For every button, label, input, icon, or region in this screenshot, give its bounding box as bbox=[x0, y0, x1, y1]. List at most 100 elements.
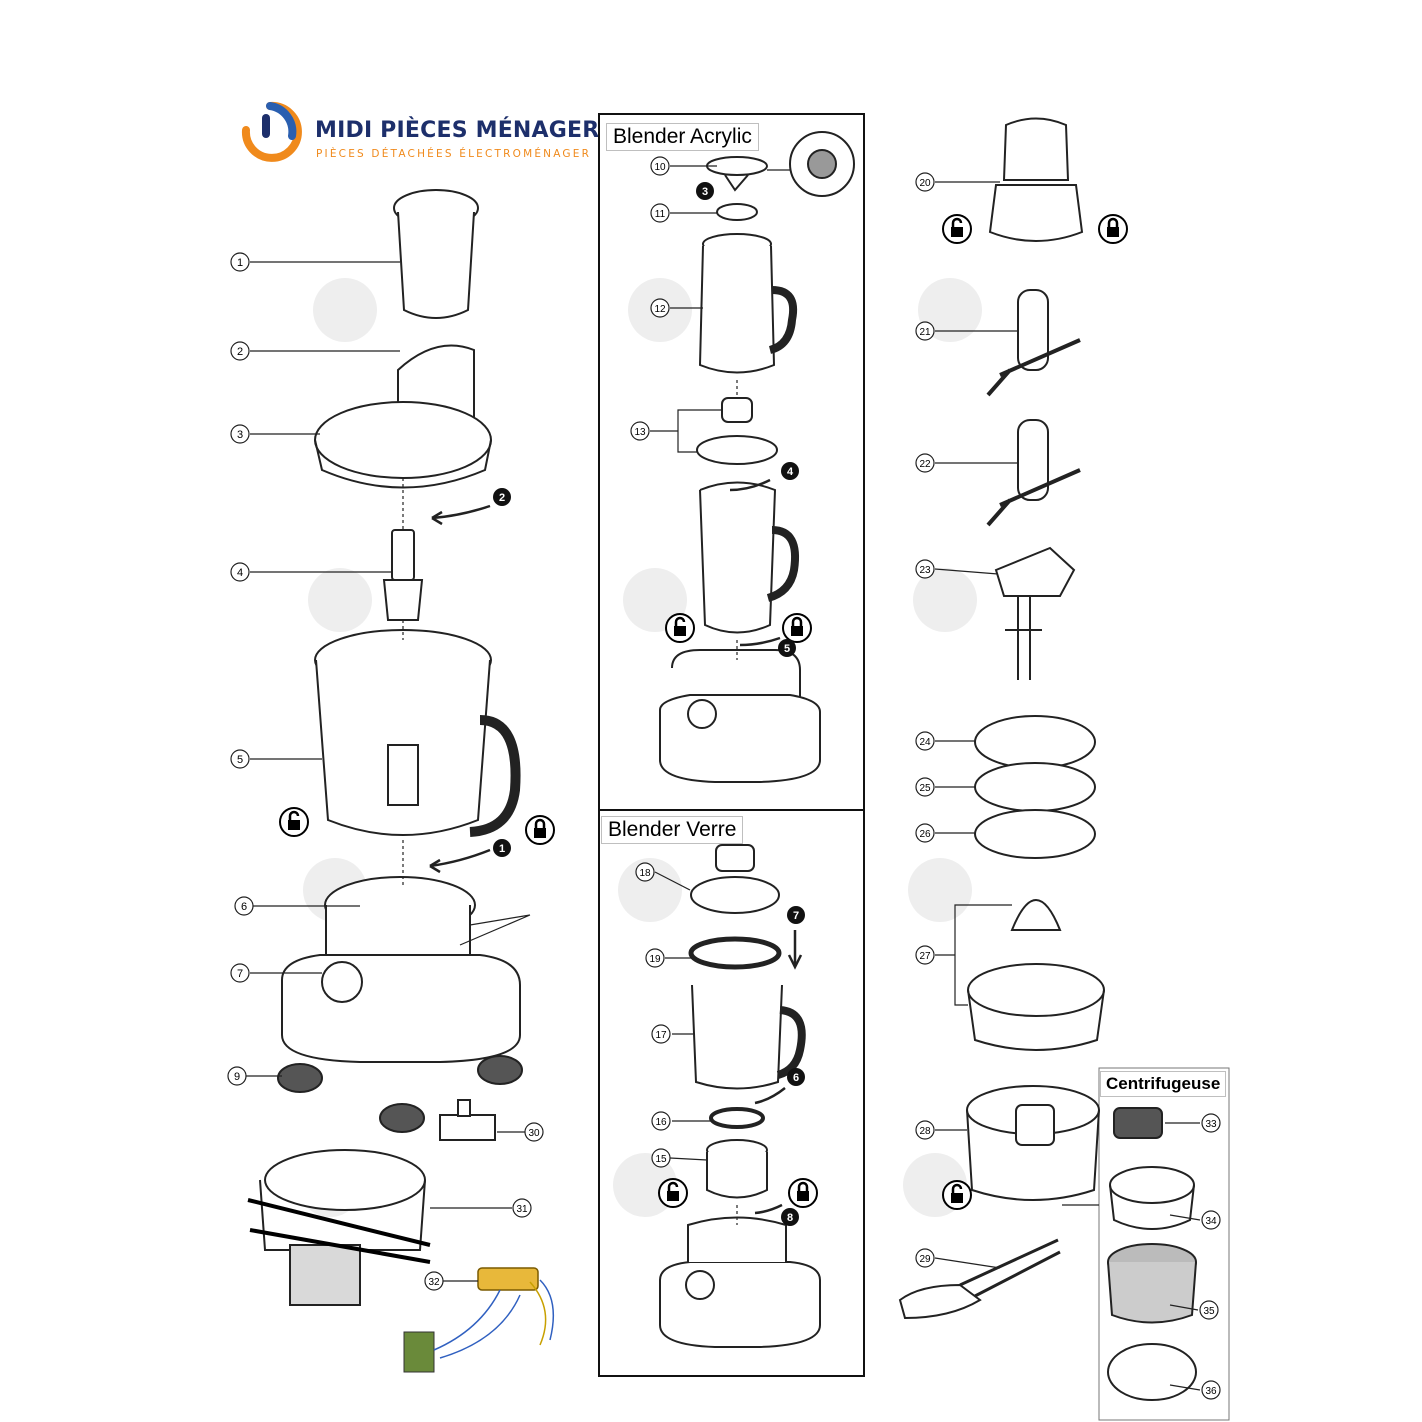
callout-9: 9 bbox=[227, 1066, 247, 1086]
step-badge-label: 5 bbox=[784, 643, 790, 655]
lock-icon bbox=[787, 1177, 819, 1209]
callout-label: 7 bbox=[237, 968, 243, 980]
section-title-centrifugeuse: Centrifugeuse bbox=[1100, 1071, 1227, 1097]
callout-24: 24 bbox=[915, 731, 935, 751]
callout-label: 24 bbox=[919, 737, 931, 748]
callout-label: 20 bbox=[919, 178, 931, 189]
step-badge-7: 7 bbox=[787, 906, 805, 924]
acrylic-leader-lines bbox=[650, 165, 790, 660]
step-badge-6: 6 bbox=[787, 1068, 805, 1086]
step-badge-5: 5 bbox=[778, 639, 796, 657]
callout-33: 33 bbox=[1201, 1113, 1221, 1133]
section-title-blender-verre: Blender Verre bbox=[601, 816, 744, 844]
step-badge-3: 3 bbox=[696, 182, 714, 200]
step-badge-label: 6 bbox=[793, 1072, 799, 1084]
verre-arrows bbox=[754, 930, 803, 1215]
right-leader-lines bbox=[934, 181, 1201, 1391]
callout-22: 22 bbox=[915, 453, 935, 473]
part-number-callouts: 1234567910111213151617181920212223242526… bbox=[227, 156, 1221, 1400]
callout-label: 30 bbox=[528, 1128, 540, 1139]
callout-32: 32 bbox=[424, 1271, 444, 1291]
step-badge-label: 3 bbox=[702, 186, 708, 198]
step-badge-label: 8 bbox=[787, 1212, 793, 1224]
callout-30: 30 bbox=[524, 1122, 544, 1142]
step-badge-4: 4 bbox=[781, 462, 799, 480]
callout-label: 12 bbox=[654, 304, 666, 315]
callout-27: 27 bbox=[915, 945, 935, 965]
step-badge-label: 1 bbox=[499, 843, 505, 855]
callout-12: 12 bbox=[650, 298, 670, 318]
callout-label: 16 bbox=[655, 1117, 667, 1128]
callout-19: 19 bbox=[645, 948, 665, 968]
callout-18: 18 bbox=[635, 862, 655, 882]
step-badge-label: 4 bbox=[787, 466, 794, 478]
callout-label: 32 bbox=[428, 1277, 440, 1288]
callout-13: 13 bbox=[630, 421, 650, 441]
callout-label: 28 bbox=[919, 1126, 931, 1137]
callout-label: 10 bbox=[654, 162, 666, 173]
unlock-icon bbox=[657, 1177, 689, 1209]
unlock-icon bbox=[941, 213, 973, 245]
step-badge-label: 7 bbox=[793, 910, 799, 922]
callout-label: 29 bbox=[919, 1254, 931, 1265]
frame-centrifugeuse bbox=[1098, 1067, 1230, 1421]
callout-label: 1 bbox=[237, 257, 243, 269]
callout-label: 5 bbox=[237, 754, 243, 766]
unlock-icon bbox=[278, 806, 310, 838]
callout-label: 3 bbox=[237, 429, 243, 441]
callout-label: 2 bbox=[237, 346, 243, 358]
brand-name: MIDI PIÈCES MÉNAGER bbox=[315, 118, 600, 143]
callout-26: 26 bbox=[915, 823, 935, 843]
food-processor-parts bbox=[247, 189, 523, 1306]
callout-3: 3 bbox=[230, 424, 250, 444]
callout-15: 15 bbox=[651, 1148, 671, 1168]
callout-34: 34 bbox=[1201, 1210, 1221, 1230]
callout-6: 6 bbox=[234, 896, 254, 916]
callout-2: 2 bbox=[230, 341, 250, 361]
brand-logo-icon bbox=[241, 101, 302, 162]
callout-31: 31 bbox=[512, 1198, 532, 1218]
unlock-icon bbox=[941, 1179, 973, 1211]
lock-icon bbox=[781, 612, 813, 644]
callout-35: 35 bbox=[1199, 1300, 1219, 1320]
callout-10: 10 bbox=[650, 156, 670, 176]
step-badge-label: 2 bbox=[499, 492, 505, 504]
callout-21: 21 bbox=[915, 321, 935, 341]
frame-blender-verre bbox=[598, 809, 865, 1377]
callout-label: 21 bbox=[919, 327, 931, 338]
callout-16: 16 bbox=[651, 1111, 671, 1131]
lock-icon bbox=[524, 814, 556, 846]
step-badge-8: 8 bbox=[781, 1208, 799, 1226]
callout-label: 27 bbox=[919, 951, 931, 962]
callout-label: 15 bbox=[655, 1154, 667, 1165]
left-leader-lines bbox=[245, 261, 531, 1282]
brand-tagline: PIÈCES DÉTACHÉES ÉLECTROMÉNAGER bbox=[316, 148, 592, 160]
callout-23: 23 bbox=[915, 559, 935, 579]
pcb-part bbox=[403, 1267, 555, 1373]
callout-label: 19 bbox=[649, 954, 661, 965]
callout-11: 11 bbox=[650, 203, 670, 223]
callout-28: 28 bbox=[915, 1120, 935, 1140]
callout-label: 35 bbox=[1203, 1306, 1215, 1317]
accessory-parts bbox=[898, 117, 1197, 1401]
callout-label: 36 bbox=[1205, 1386, 1217, 1397]
blender-acrylic-parts bbox=[659, 131, 855, 783]
callout-label: 22 bbox=[919, 459, 931, 470]
callout-label: 33 bbox=[1205, 1119, 1217, 1130]
callout-label: 31 bbox=[516, 1204, 528, 1215]
callout-label: 34 bbox=[1205, 1216, 1217, 1227]
callout-label: 11 bbox=[655, 209, 666, 220]
callout-label: 4 bbox=[237, 567, 243, 579]
callout-label: 23 bbox=[919, 565, 931, 576]
callout-4: 4 bbox=[230, 562, 250, 582]
callout-label: 17 bbox=[655, 1030, 667, 1041]
section-title-blender-acrylic: Blender Acrylic bbox=[606, 123, 759, 151]
blender-verre-parts bbox=[659, 844, 821, 1348]
callout-5: 5 bbox=[230, 749, 250, 769]
callout-label: 6 bbox=[241, 901, 247, 913]
verre-leader-lines bbox=[654, 871, 738, 1225]
callout-label: 25 bbox=[919, 783, 931, 794]
